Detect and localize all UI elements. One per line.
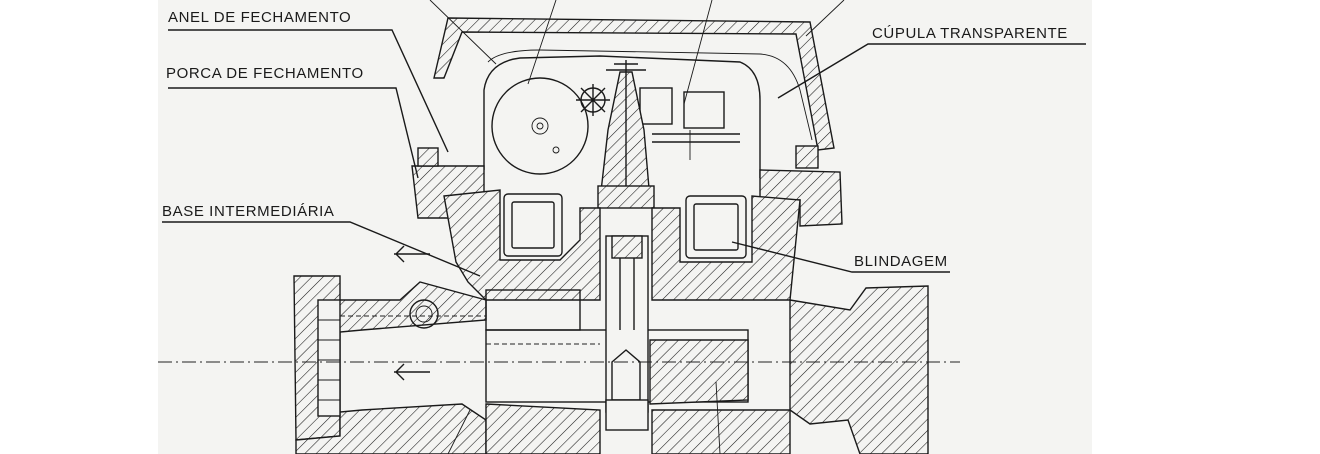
dial-gear bbox=[491, 77, 589, 175]
label-anel-de-fechamento: ANEL DE FECHAMENTO bbox=[168, 9, 351, 26]
meter-body bbox=[293, 235, 929, 454]
label-porca-de-fechamento: PORCA DE FECHAMENTO bbox=[166, 65, 364, 82]
label-blindagem: BLINDAGEM bbox=[854, 253, 948, 270]
label-cupula-transparente: CÚPULA TRANSPARENTE bbox=[872, 25, 1068, 42]
intermediate-base bbox=[411, 145, 843, 301]
label-base-intermediaria: BASE INTERMEDIÁRIA bbox=[162, 203, 335, 220]
register-mechanism bbox=[483, 55, 761, 209]
transparent-dome bbox=[433, 17, 835, 151]
shielding bbox=[503, 193, 747, 259]
